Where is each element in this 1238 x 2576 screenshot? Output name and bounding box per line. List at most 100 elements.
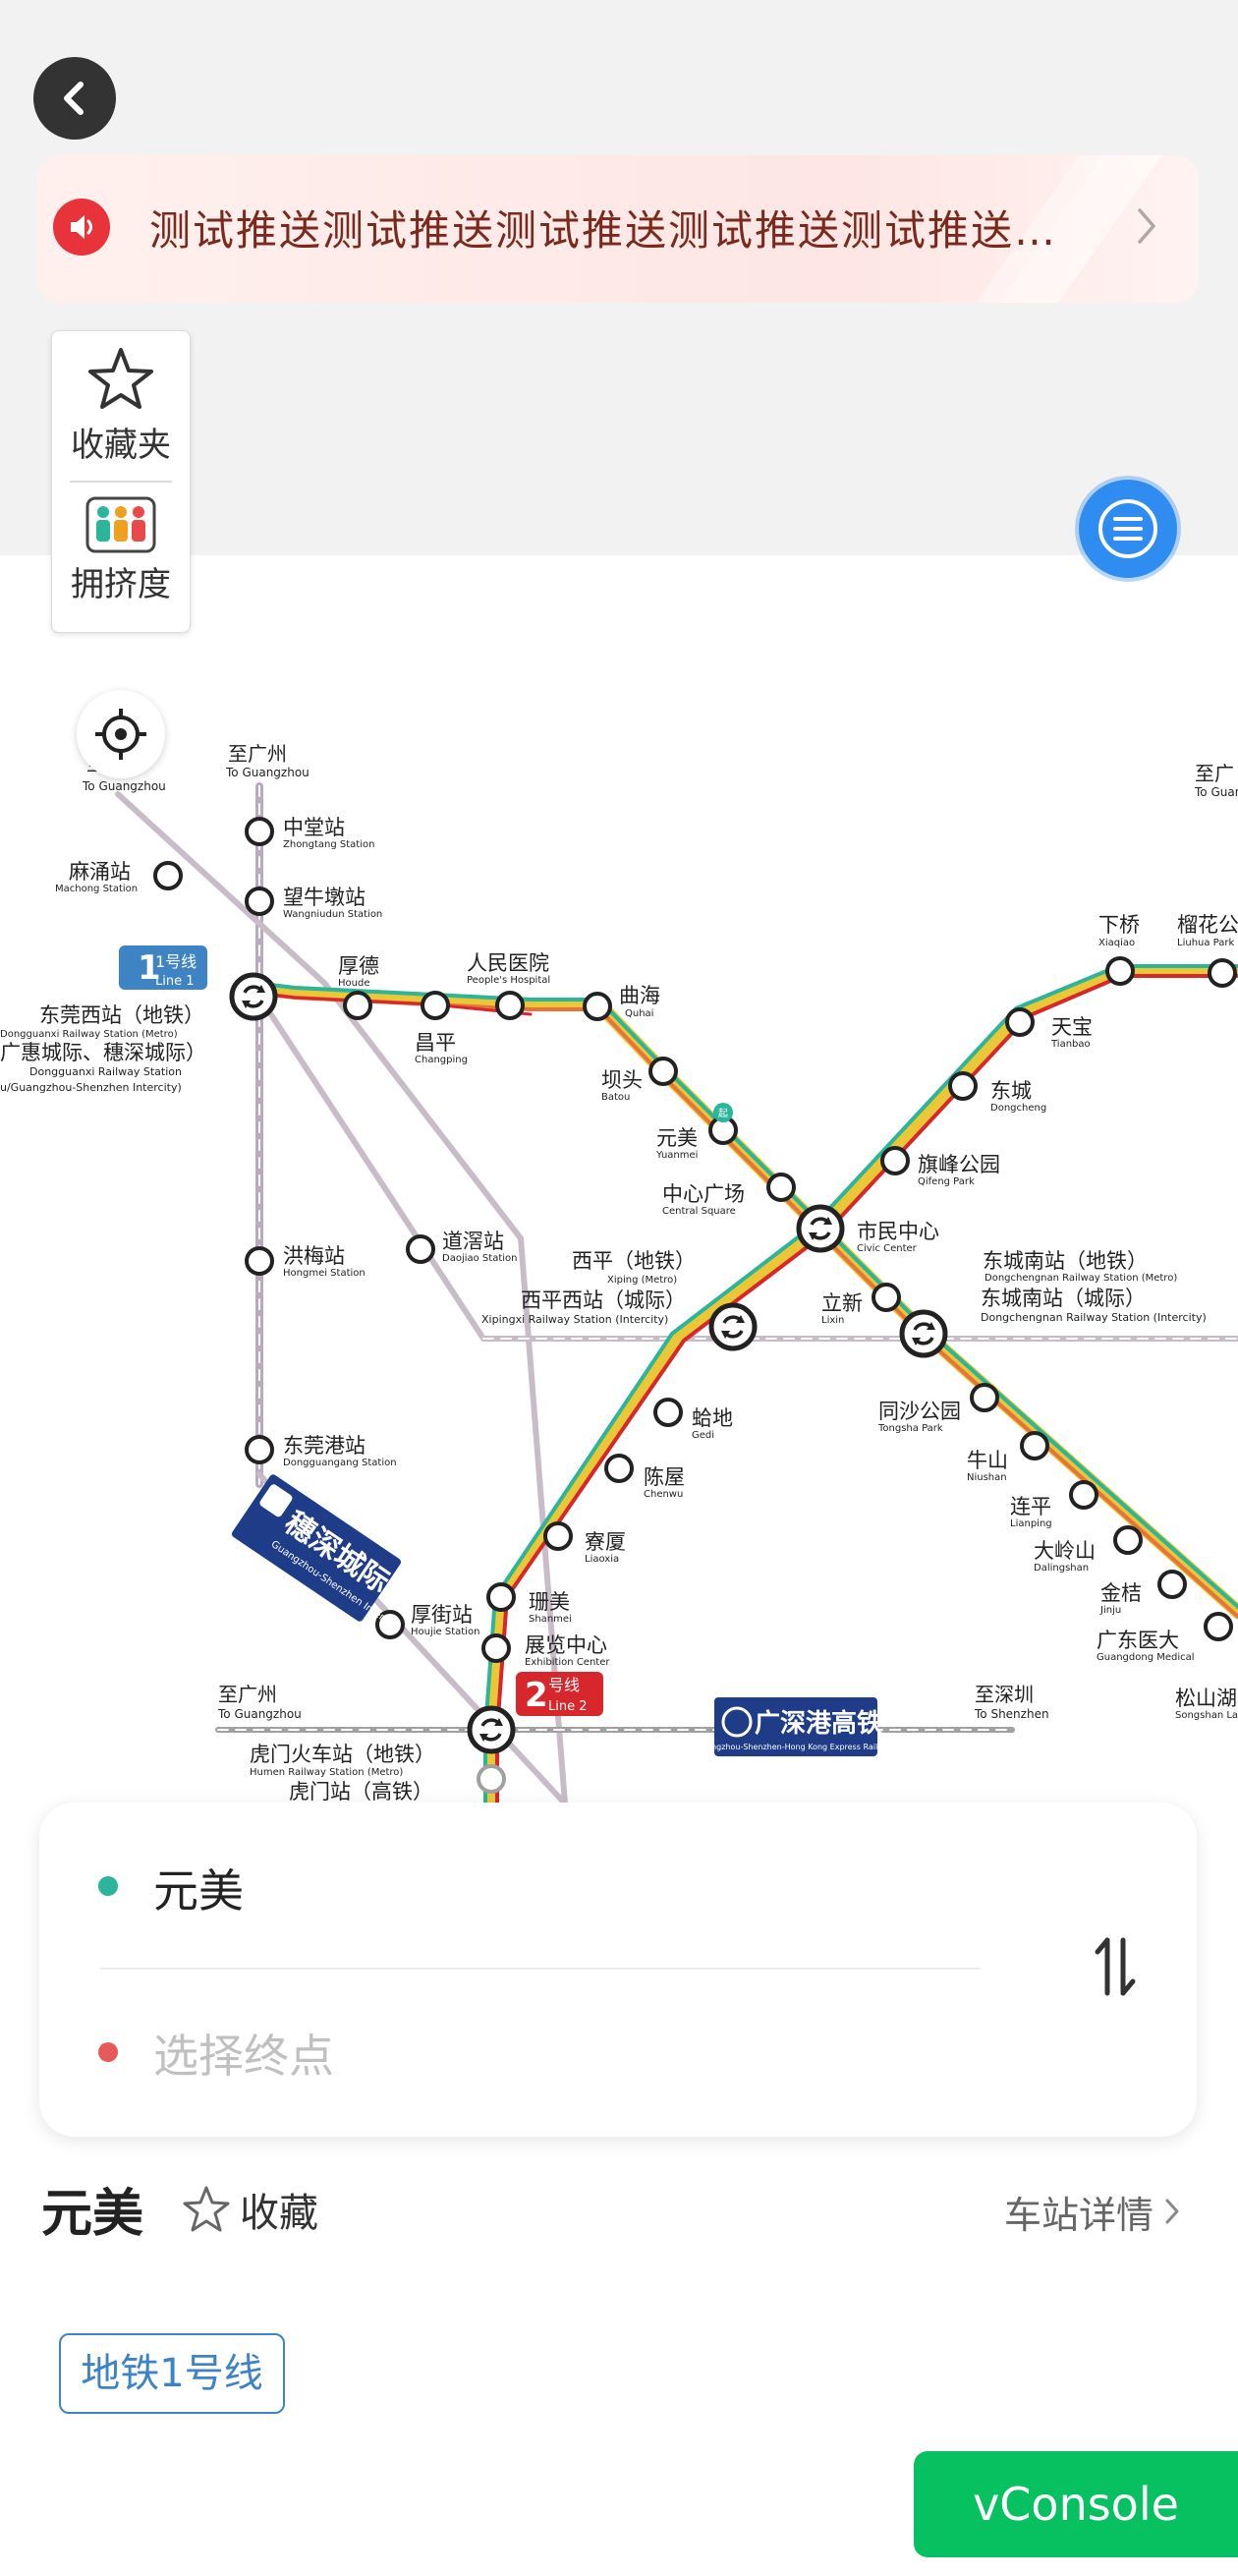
station-xiqiao — [1105, 956, 1135, 986]
svg-text:东莞港站: 东莞港站 — [283, 1434, 366, 1458]
transfer-xipingxi — [711, 1305, 755, 1348]
metro-map[interactable]: 起 1 1号线 Line 1 2 号线 Line 2 穗深城际 Guangzho… — [0, 678, 1238, 1803]
svg-text:金桔: 金桔 — [1100, 1581, 1142, 1605]
svg-text:麻涌站: 麻涌站 — [69, 860, 131, 884]
swap-button[interactable] — [1079, 1930, 1152, 2003]
svg-text:Lianping: Lianping — [1010, 1518, 1052, 1529]
favorite-button[interactable]: 收藏 — [181, 2182, 318, 2237]
chevron-right-icon — [1165, 2199, 1179, 2224]
svg-text:Guangdong Medical: Guangdong Medical — [1097, 1652, 1195, 1663]
station-name: 元美 — [41, 2185, 144, 2244]
svg-text:至广: 至广 — [1195, 762, 1234, 785]
svg-text:Xiping (Metro): Xiping (Metro) — [607, 1275, 677, 1286]
line2-badge-num: 2 — [525, 1676, 548, 1715]
current-station-marker: 起 — [713, 1103, 733, 1122]
vconsole-button[interactable]: vConsole — [914, 2451, 1238, 2557]
svg-text:元美: 元美 — [656, 1126, 698, 1150]
svg-text:蛤地: 蛤地 — [692, 1406, 733, 1430]
hsr-label: 广深港高铁 — [755, 1708, 882, 1739]
svg-text:To Shenzhen: To Shenzhen — [974, 1707, 1049, 1721]
station-exhibition — [481, 1633, 511, 1663]
line2-badge-cn: 号线 — [548, 1676, 580, 1694]
svg-text:旗峰公园: 旗峰公园 — [918, 1153, 1000, 1176]
start-station-input[interactable]: 元美 — [153, 1864, 244, 1918]
notice-text: 测试推送测试推送测试推送测试推送测试推送… — [149, 206, 1058, 255]
route-card: 元美 选择终点 — [39, 1803, 1197, 2137]
line-tag[interactable]: 地铁1号线 — [59, 2333, 285, 2414]
crosshair-icon — [95, 709, 146, 760]
transfer-dongchengnan — [902, 1312, 945, 1355]
svg-text:Machong Station: Machong Station — [55, 884, 138, 894]
station-detail-label: 车站详情 — [1003, 2193, 1154, 2237]
station-quhai — [583, 992, 612, 1021]
star-outline-icon — [183, 2186, 230, 2232]
chevron-right-icon — [1138, 208, 1155, 244]
svg-text:陈屋: 陈屋 — [644, 1465, 685, 1489]
svg-text:Houde: Houde — [338, 978, 369, 989]
svg-text:望牛墩站: 望牛墩站 — [283, 886, 366, 909]
divider — [100, 1968, 981, 1970]
star-icon — [88, 348, 153, 409]
svg-text:Civic Center: Civic Center — [857, 1243, 918, 1254]
back-button[interactable] — [33, 57, 116, 140]
svg-text:Tongsha Park: Tongsha Park — [877, 1423, 943, 1434]
svg-text:曲海: 曲海 — [619, 984, 660, 1007]
station-shanmei — [486, 1582, 516, 1612]
hsr-label-en: Guangzhou-Shenzhen-Hong Kong Express Rai… — [696, 1743, 897, 1751]
transfer-civic-center — [799, 1207, 842, 1250]
svg-text:洪梅站: 洪梅站 — [283, 1244, 345, 1268]
svg-text:中堂站: 中堂站 — [283, 816, 345, 839]
start-dot — [98, 1876, 118, 1896]
station-niushan — [1020, 1431, 1049, 1460]
svg-text:Tianbao: Tianbao — [1050, 1039, 1091, 1050]
favorites-button[interactable]: 收藏夹 — [52, 345, 190, 466]
svg-text:Lixin: Lixin — [821, 1315, 844, 1326]
svg-text:Chenwu: Chenwu — [644, 1489, 683, 1500]
station-houjie — [375, 1610, 405, 1639]
svg-text:Daojiao Station: Daojiao Station — [442, 1253, 517, 1264]
station-hongmei — [245, 1246, 274, 1276]
station-zhongtang — [245, 817, 274, 846]
svg-text:u/Guangzhou-Shenzhen Intercity: u/Guangzhou-Shenzhen Intercity) — [0, 1081, 182, 1094]
svg-text:Yuanmei: Yuanmei — [655, 1150, 698, 1161]
divider — [70, 481, 172, 483]
svg-text:东城南站（地铁）: 东城南站（地铁） — [983, 1249, 1148, 1273]
svg-text:Humen Railway Station (Metro): Humen Railway Station (Metro) — [250, 1767, 403, 1778]
station-tongsha — [970, 1383, 999, 1412]
station-lixin — [872, 1283, 901, 1312]
locate-button[interactable] — [77, 690, 165, 778]
station-dots[interactable] — [153, 817, 1237, 1794]
svg-text:牛山: 牛山 — [967, 1449, 1008, 1472]
svg-text:东城: 东城 — [990, 1079, 1032, 1103]
station-changping — [421, 991, 450, 1020]
svg-text:Xiaqiao: Xiaqiao — [1098, 938, 1135, 948]
notice-bar[interactable]: 测试推送测试推送测试推送测试推送测试推送… — [37, 155, 1199, 303]
svg-text:Batou: Batou — [601, 1092, 630, 1103]
svg-text:Qifeng Park: Qifeng Park — [918, 1176, 975, 1187]
crowding-button[interactable]: 拥挤度 — [52, 496, 190, 605]
svg-text:厚德: 厚德 — [338, 954, 379, 978]
station-detail-link[interactable]: 车站详情 — [1004, 2184, 1181, 2239]
svg-text:寮厦: 寮厦 — [585, 1530, 626, 1554]
svg-text:虎门站（高铁）: 虎门站（高铁） — [289, 1780, 433, 1803]
line1-badge-cn: 1号线 — [155, 952, 197, 971]
line-2-badge: 2 号线 Line 2 — [516, 1672, 603, 1716]
svg-text:Dongchengnan Railway Station (: Dongchengnan Railway Station (Intercity) — [981, 1311, 1207, 1324]
svg-text:Changping: Changping — [415, 1055, 468, 1065]
svg-text:虎门火车站（地铁）: 虎门火车站（地铁） — [250, 1743, 435, 1766]
station-liaoxia — [543, 1521, 573, 1551]
svg-text:大岭山: 大岭山 — [1034, 1539, 1096, 1563]
svg-text:To Guan: To Guan — [1194, 785, 1238, 799]
svg-text:人民医院: 人民医院 — [467, 951, 549, 975]
end-station-input[interactable]: 选择终点 — [153, 2030, 334, 2083]
favorites-label: 收藏夹 — [71, 426, 171, 465]
svg-text:Niushan: Niushan — [967, 1472, 1007, 1483]
favorite-label: 收藏 — [240, 2191, 318, 2236]
station-daojiao — [406, 1234, 435, 1264]
end-dot — [98, 2042, 118, 2062]
svg-text:下桥: 下桥 — [1098, 913, 1140, 937]
transfer-dongguanxi — [232, 975, 275, 1018]
line-menu-button[interactable] — [1079, 480, 1177, 578]
svg-text:Houjie Station: Houjie Station — [411, 1627, 479, 1637]
svg-text:Central Square: Central Square — [662, 1206, 736, 1217]
